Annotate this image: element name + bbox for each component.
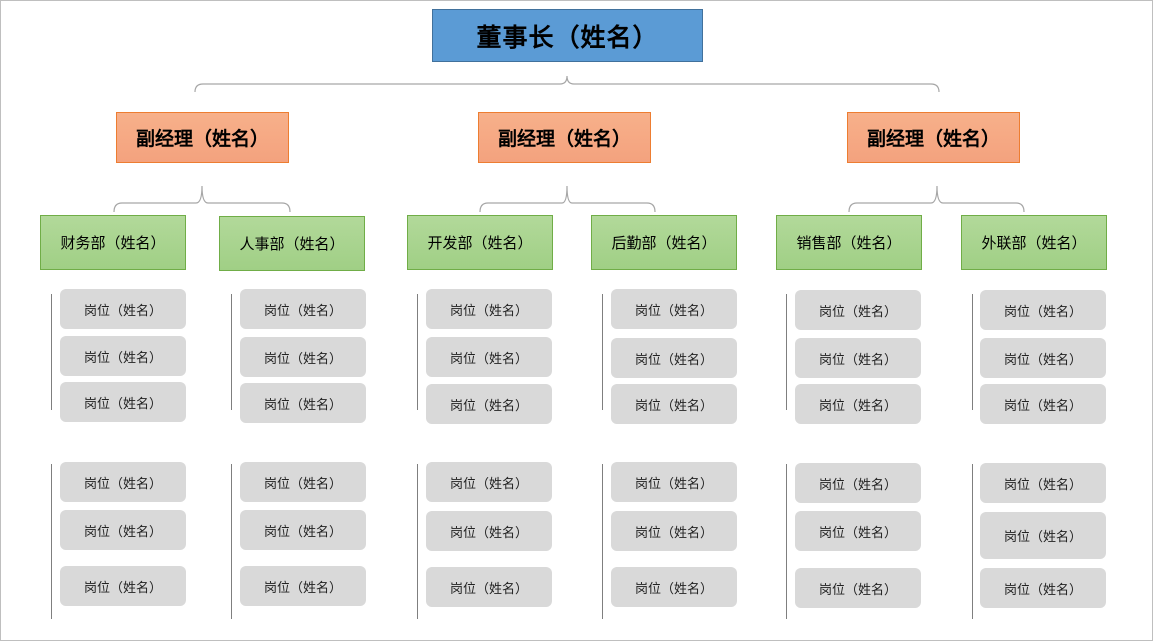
position-box: 岗位（姓名） — [980, 463, 1106, 503]
position-box: 岗位（姓名） — [240, 566, 366, 606]
vice-manager-box: 副经理（姓名） — [847, 112, 1020, 163]
position-box: 岗位（姓名） — [60, 336, 186, 376]
department-box-sales: 销售部（姓名） — [776, 215, 922, 270]
position-box: 岗位（姓名） — [795, 568, 921, 608]
position-box: 岗位（姓名） — [240, 462, 366, 502]
position-group-line — [786, 464, 787, 619]
chairman-brace — [194, 75, 940, 93]
vp1-brace — [113, 185, 291, 213]
position-box: 岗位（姓名） — [60, 382, 186, 422]
department-box-finance: 财务部（姓名） — [40, 215, 186, 270]
position-box: 岗位（姓名） — [426, 462, 552, 502]
position-box: 岗位（姓名） — [611, 289, 737, 329]
position-group-line — [231, 464, 232, 619]
position-group-line — [417, 294, 418, 410]
position-box: 岗位（姓名） — [426, 337, 552, 377]
position-box: 岗位（姓名） — [795, 511, 921, 551]
position-group-line — [417, 464, 418, 619]
position-box: 岗位（姓名） — [240, 510, 366, 550]
position-box: 岗位（姓名） — [795, 384, 921, 424]
position-box: 岗位（姓名） — [980, 338, 1106, 378]
position-box: 岗位（姓名） — [60, 566, 186, 606]
position-box: 岗位（姓名） — [240, 337, 366, 377]
position-box: 岗位（姓名） — [611, 511, 737, 551]
position-box: 岗位（姓名） — [980, 512, 1106, 559]
position-group-line — [602, 464, 603, 619]
vp3-brace — [848, 185, 1025, 213]
position-box: 岗位（姓名） — [980, 568, 1106, 608]
position-group-line — [51, 294, 52, 410]
position-group-line — [786, 294, 787, 410]
position-group-line — [602, 294, 603, 410]
position-group-line — [51, 464, 52, 619]
vice-manager-box: 副经理（姓名） — [116, 112, 289, 163]
vice-manager-box: 副经理（姓名） — [478, 112, 651, 163]
position-box: 岗位（姓名） — [980, 384, 1106, 424]
position-box: 岗位（姓名） — [240, 289, 366, 329]
position-box: 岗位（姓名） — [795, 338, 921, 378]
position-group-line — [972, 464, 973, 619]
chairman-box: 董事长（姓名） — [432, 9, 703, 62]
position-box: 岗位（姓名） — [611, 338, 737, 378]
position-box: 岗位（姓名） — [426, 384, 552, 424]
position-box: 岗位（姓名） — [611, 462, 737, 502]
department-box-hr: 人事部（姓名） — [219, 216, 365, 271]
position-box: 岗位（姓名） — [426, 511, 552, 551]
position-box: 岗位（姓名） — [611, 384, 737, 424]
position-box: 岗位（姓名） — [426, 567, 552, 607]
position-box: 岗位（姓名） — [795, 290, 921, 330]
position-box: 岗位（姓名） — [60, 462, 186, 502]
position-box: 岗位（姓名） — [980, 290, 1106, 330]
department-box-development: 开发部（姓名） — [407, 215, 553, 270]
position-box: 岗位（姓名） — [795, 463, 921, 503]
department-box-external: 外联部（姓名） — [961, 215, 1107, 270]
position-box: 岗位（姓名） — [60, 289, 186, 329]
position-box: 岗位（姓名） — [60, 510, 186, 550]
department-box-logistics: 后勤部（姓名） — [591, 215, 737, 270]
position-box: 岗位（姓名） — [611, 567, 737, 607]
position-box: 岗位（姓名） — [240, 383, 366, 423]
position-group-line — [972, 294, 973, 410]
position-box: 岗位（姓名） — [426, 289, 552, 329]
vp2-brace — [479, 185, 656, 213]
position-group-line — [231, 294, 232, 410]
